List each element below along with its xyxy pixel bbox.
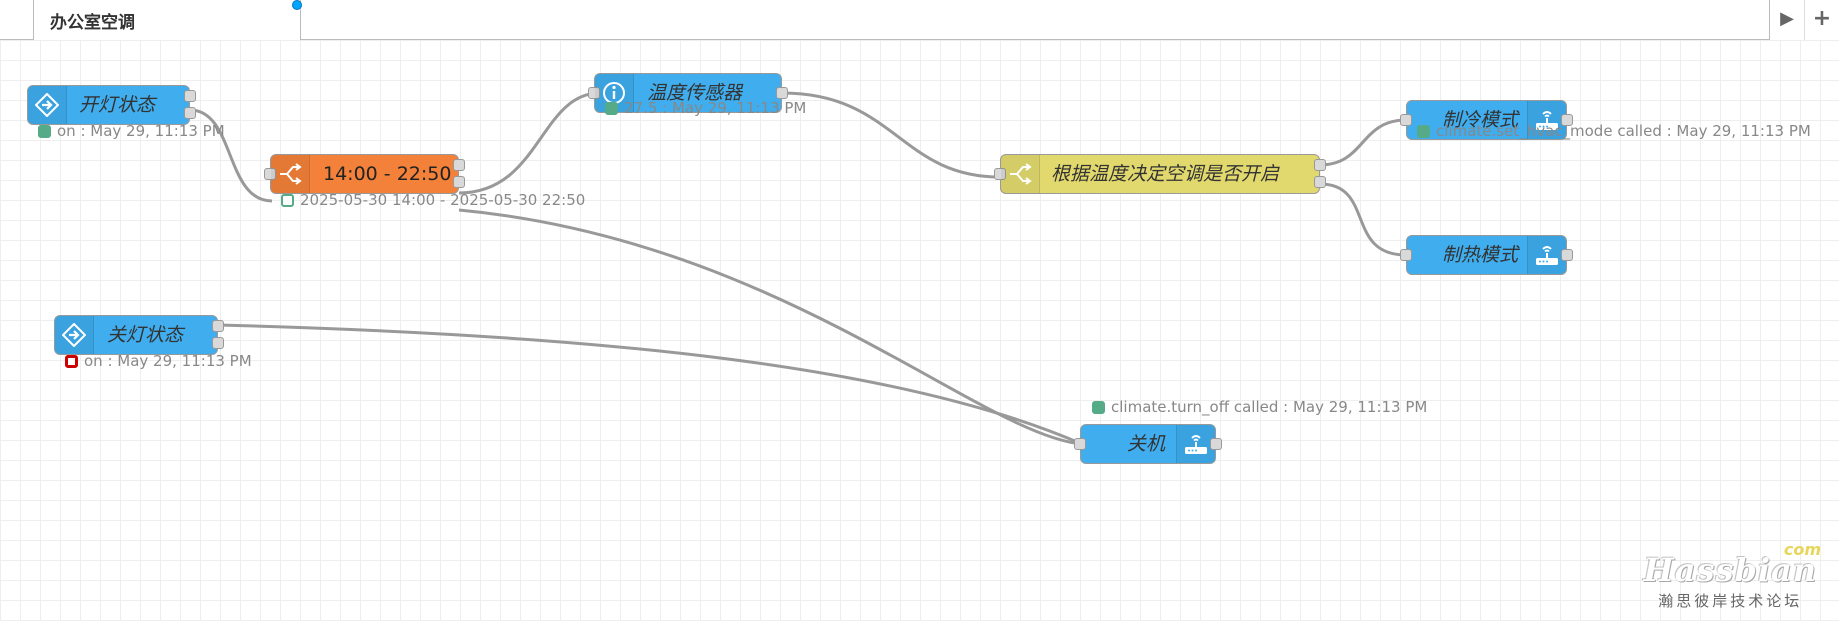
- output-port[interactable]: [212, 320, 224, 332]
- status-dot: [605, 101, 618, 115]
- wire-light-on-to-time[interactable]: [189, 108, 273, 203]
- status-text: 2025-05-30 14:00 - 2025-05-30 22:50: [300, 191, 586, 209]
- tab-bar-left-edge: [0, 0, 33, 40]
- wire-time-to-temp[interactable]: [458, 91, 601, 195]
- status-text: climate.turn_off called : May 29, 11:13 …: [1111, 398, 1428, 416]
- tab-scroll-right-button[interactable]: ▶: [1770, 0, 1805, 40]
- node-label: 14:00 - 22:50: [323, 163, 452, 185]
- wire-decide-to-heat[interactable]: [1319, 182, 1407, 257]
- output-port[interactable]: [453, 176, 465, 188]
- tab-changed-dot: [292, 0, 302, 10]
- wires-layer: [189, 91, 1407, 446]
- router-icon: [1536, 246, 1558, 265]
- status-dot: [38, 124, 51, 138]
- status-dot: [65, 354, 78, 368]
- node-label: 根据温度决定空调是否开启: [1051, 163, 1280, 185]
- router-icon: [1536, 111, 1558, 130]
- router-icon: [1185, 435, 1207, 454]
- wire-temp-to-decide[interactable]: [781, 91, 1001, 179]
- node-heat-mode[interactable]: 制热模式: [1400, 235, 1573, 275]
- input-port[interactable]: [264, 168, 276, 180]
- input-port[interactable]: [994, 168, 1006, 180]
- node-label: 开灯状态: [79, 94, 156, 116]
- status-dot: [281, 193, 294, 207]
- plus-icon: +: [1812, 6, 1832, 31]
- wire-time-to-off[interactable]: [458, 208, 1083, 446]
- flow-workspace[interactable]: 开灯状态 on : May 29, 11:13 PM 14:00 - 22:50…: [0, 40, 1839, 621]
- output-port[interactable]: [1561, 114, 1573, 126]
- status-text: 27.5 : May 29, 11:13 PM: [624, 99, 807, 117]
- node-label: 制冷模式: [1442, 109, 1519, 131]
- split-icon: [280, 163, 302, 185]
- output-port[interactable]: [1314, 176, 1326, 188]
- status-text: climate.set_hvac_mode called : May 29, 1…: [1436, 122, 1811, 140]
- tab-office-ac[interactable]: 办公室空调: [33, 0, 302, 40]
- output-port[interactable]: [212, 337, 224, 349]
- arrow-right-icon: [35, 93, 59, 117]
- node-label: 温度传感器: [647, 82, 743, 104]
- status-power-off: climate.turn_off called : May 29, 11:13 …: [1092, 398, 1427, 416]
- status-text: on : May 29, 11:13 PM: [57, 122, 225, 140]
- output-port[interactable]: [1210, 438, 1222, 450]
- node-power-off[interactable]: 关机: [1074, 424, 1222, 464]
- node-icon-box: [1176, 425, 1215, 463]
- node-label: 关机: [1127, 433, 1166, 455]
- node-time-range[interactable]: 14:00 - 22:50: [264, 154, 465, 194]
- status-cool-mode: climate.set_hvac_mode called : May 29, 1…: [1417, 122, 1811, 140]
- output-port[interactable]: [184, 90, 196, 102]
- watermark-logo: Hassbian com 瀚思彼岸技术论坛: [1643, 540, 1821, 611]
- wire-off-to-power[interactable]: [217, 323, 1083, 446]
- input-port[interactable]: [1074, 438, 1086, 450]
- play-icon: ▶: [1780, 8, 1794, 29]
- tab-tools: ▶ +: [1769, 0, 1839, 40]
- status-temp-sensor: 27.5 : May 29, 11:13 PM: [605, 99, 806, 117]
- node-label: 制热模式: [1442, 244, 1519, 266]
- node-icon-box: [28, 86, 67, 124]
- status-time-range: 2025-05-30 14:00 - 2025-05-30 22:50: [281, 191, 585, 209]
- wire-decide-to-cool[interactable]: [1319, 118, 1407, 167]
- status-dot: [1417, 124, 1430, 138]
- node-light-off[interactable]: 关灯状态: [54, 315, 224, 355]
- node-icon-box: [1001, 155, 1040, 193]
- output-port[interactable]: [453, 159, 465, 171]
- input-port[interactable]: [588, 87, 600, 99]
- input-port[interactable]: [1400, 114, 1412, 126]
- watermark-suffix: com: [1783, 540, 1821, 559]
- node-light-on[interactable]: 开灯状态: [27, 85, 196, 125]
- node-icon-box: [55, 316, 94, 354]
- output-port[interactable]: [1314, 159, 1326, 171]
- tab-label: 办公室空调: [50, 13, 135, 33]
- node-icon-box: [1527, 101, 1566, 139]
- status-light-off: on : May 29, 11:13 PM: [65, 352, 252, 370]
- node-icon-box: [271, 155, 310, 193]
- split-icon: [1010, 163, 1032, 185]
- node-cool-mode[interactable]: 制冷模式: [1400, 100, 1573, 140]
- status-light-on: on : May 29, 11:13 PM: [38, 122, 225, 140]
- arrow-right-icon: [62, 323, 86, 347]
- watermark-logo-text: Hassbian: [1643, 551, 1817, 589]
- node-label: 关灯状态: [107, 324, 184, 346]
- input-port[interactable]: [1400, 249, 1412, 261]
- add-tab-button[interactable]: +: [1805, 0, 1839, 40]
- status-text: on : May 29, 11:13 PM: [84, 352, 252, 370]
- node-decide[interactable]: 根据温度决定空调是否开启: [994, 154, 1326, 194]
- output-port[interactable]: [776, 87, 788, 99]
- status-dot: [1092, 400, 1105, 414]
- output-port[interactable]: [1561, 249, 1573, 261]
- output-port[interactable]: [184, 107, 196, 119]
- node-icon-box: [1527, 236, 1566, 274]
- tab-bar: 办公室空调 ▶ +: [0, 0, 1839, 40]
- watermark-subtitle: 瀚思彼岸技术论坛: [1658, 592, 1803, 610]
